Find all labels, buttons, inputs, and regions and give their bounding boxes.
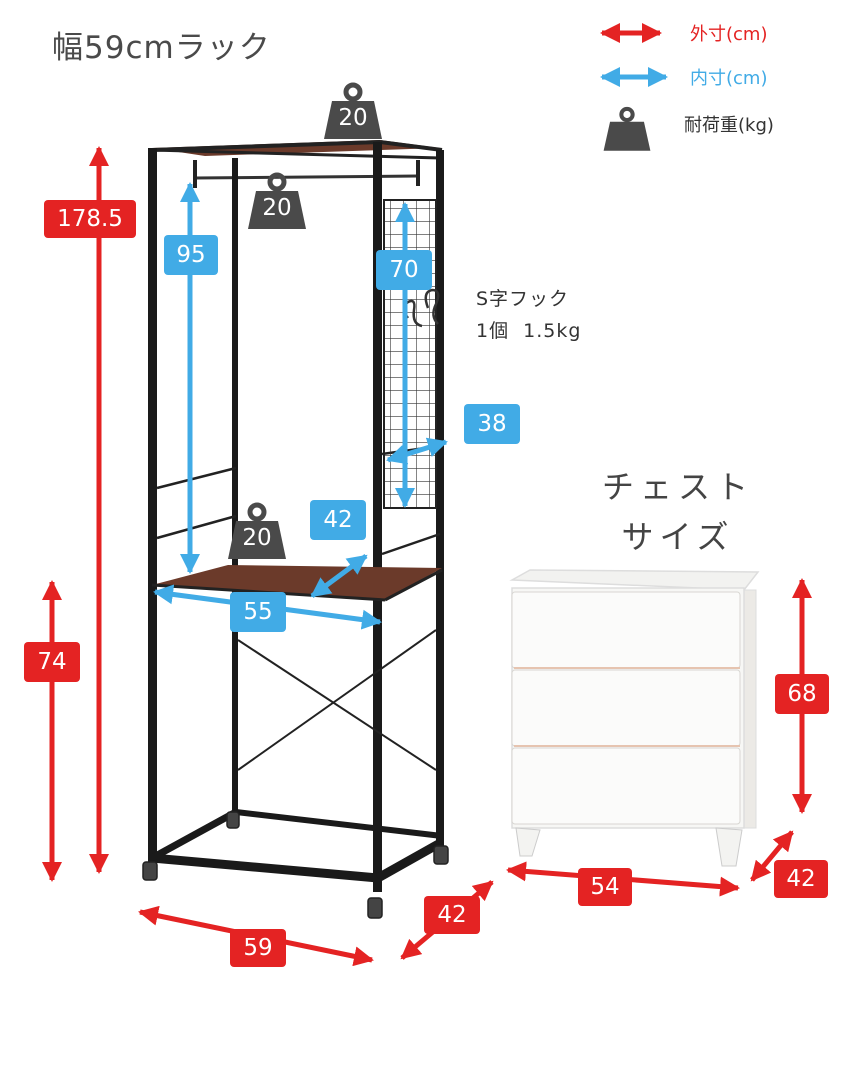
rack-width: 59 — [230, 929, 286, 967]
rack-inner-height-mesh: 70 — [376, 250, 432, 290]
legend-load-label: 耐荷重(kg) — [684, 115, 774, 136]
load-middle-shelf: 20 — [242, 525, 272, 551]
chest-drawer-2 — [511, 669, 741, 747]
rack-inner-height-top: 95 — [164, 235, 218, 275]
rack-shelf-height: 74 — [24, 642, 80, 682]
mesh-panel — [383, 199, 437, 509]
post-front-left — [148, 148, 157, 878]
weight-icon: 20 — [246, 172, 308, 230]
chest-width: 54 — [578, 868, 632, 906]
rack-depth: 42 — [424, 896, 480, 934]
chest-height: 68 — [775, 674, 829, 714]
s-hook-load: 1個 1.5kg — [476, 320, 582, 342]
load-top-shelf: 20 — [338, 105, 368, 131]
rack-inner-width-mesh: 38 — [464, 404, 520, 444]
weight-icon — [603, 106, 651, 151]
post-front-right — [373, 142, 382, 892]
weight-icon: 20 — [322, 82, 384, 140]
chest-illustration — [509, 569, 760, 867]
rack-shelf-width: 55 — [230, 592, 286, 632]
diagram-title: 幅59cmラック — [52, 30, 271, 66]
rack-total-height: 178.5 — [44, 200, 136, 238]
load-hanging-rod: 20 — [262, 195, 292, 221]
s-hook-label: S字フック — [476, 288, 570, 310]
weight-icon: 20 — [226, 502, 288, 560]
chest-depth: 42 — [774, 860, 828, 898]
post-back-right — [436, 150, 444, 860]
chest-title-line2: サイズ — [621, 518, 735, 556]
chest-drawer-1 — [511, 591, 741, 669]
chest-drawer-3 — [511, 747, 741, 825]
chest-title-line1: チェスト — [601, 468, 754, 506]
legend-outer-label: 外寸(cm) — [690, 24, 768, 45]
rack-shelf-depth: 42 — [310, 500, 366, 540]
post-back-left — [232, 158, 238, 818]
legend-inner-label: 内寸(cm) — [690, 68, 768, 89]
